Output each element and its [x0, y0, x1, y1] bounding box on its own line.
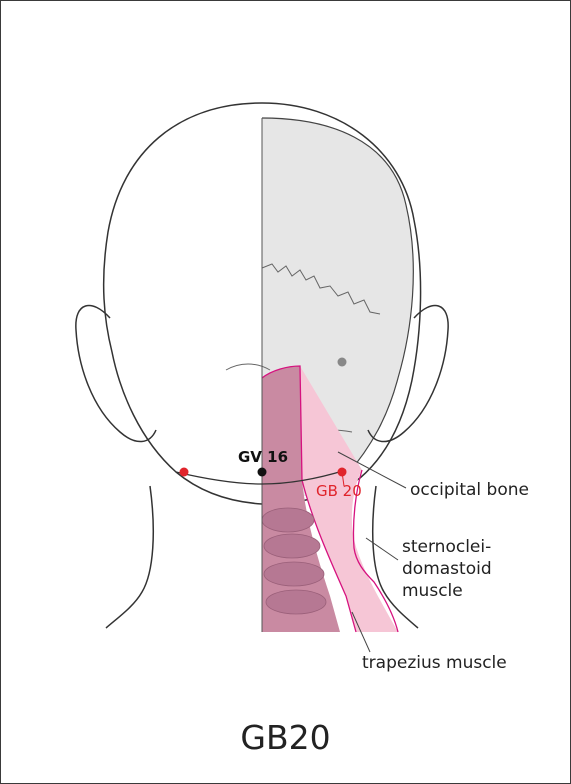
figure-title: GB20: [0, 718, 571, 757]
gv16-marker: [258, 468, 267, 477]
scm-label-line1: sternoclei-: [402, 537, 491, 557]
gv16-label: GV 16: [238, 448, 288, 466]
mastoid-marker: [338, 358, 347, 367]
gb20-marker: [338, 468, 347, 477]
trapezius-label: trapezius muscle: [362, 653, 507, 673]
left-neck-shoulder: [106, 486, 153, 628]
gb20-left-marker: [180, 468, 189, 477]
scm-label-line2: domastoid: [402, 559, 492, 579]
scm-label-line3: muscle: [402, 581, 463, 601]
gb20-label: GB 20: [316, 482, 362, 500]
left-ear: [76, 306, 156, 442]
occipital-bone-label: occipital bone: [410, 480, 529, 500]
leader-scm: [366, 538, 398, 560]
